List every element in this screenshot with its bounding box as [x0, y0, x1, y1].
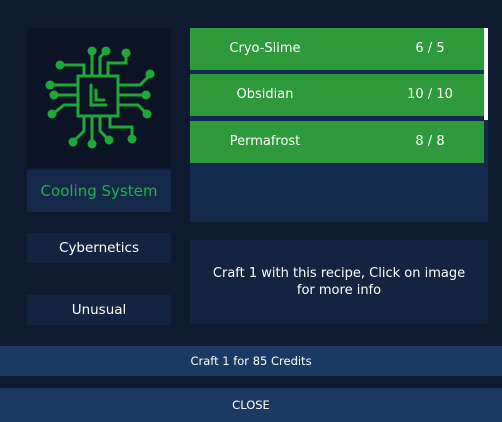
ingredient-count: 8 / 8: [415, 134, 445, 149]
ingredient-count: 6 / 5: [415, 41, 445, 56]
scrollbar-thumb[interactable]: [484, 28, 488, 120]
ingredient-name: Cryo-Slime: [229, 41, 301, 56]
item-name: Cooling System: [27, 170, 171, 212]
circuit-chip-icon: [45, 46, 155, 149]
ingredient-row: Permafrost 8 / 8: [190, 121, 484, 163]
ingredient-row: Cryo-Slime 6 / 5: [190, 28, 484, 70]
close-button[interactable]: CLOSE: [0, 388, 502, 422]
ingredient-list[interactable]: Cryo-Slime 6 / 5 Obsidian 10 / 10 Permaf…: [190, 28, 488, 222]
ingredient-name: Obsidian: [236, 87, 294, 102]
item-image[interactable]: [27, 28, 171, 168]
ingredient-count: 10 / 10: [407, 87, 453, 102]
recipe-info-text: Craft 1 with this recipe, Click on image…: [190, 240, 488, 324]
ingredient-row: Obsidian 10 / 10: [190, 74, 484, 116]
item-category: Cybernetics: [27, 233, 171, 263]
craft-button[interactable]: Craft 1 for 85 Credits: [0, 346, 502, 376]
item-rarity: Unusual: [27, 295, 171, 325]
ingredient-name: Permafrost: [229, 134, 301, 149]
